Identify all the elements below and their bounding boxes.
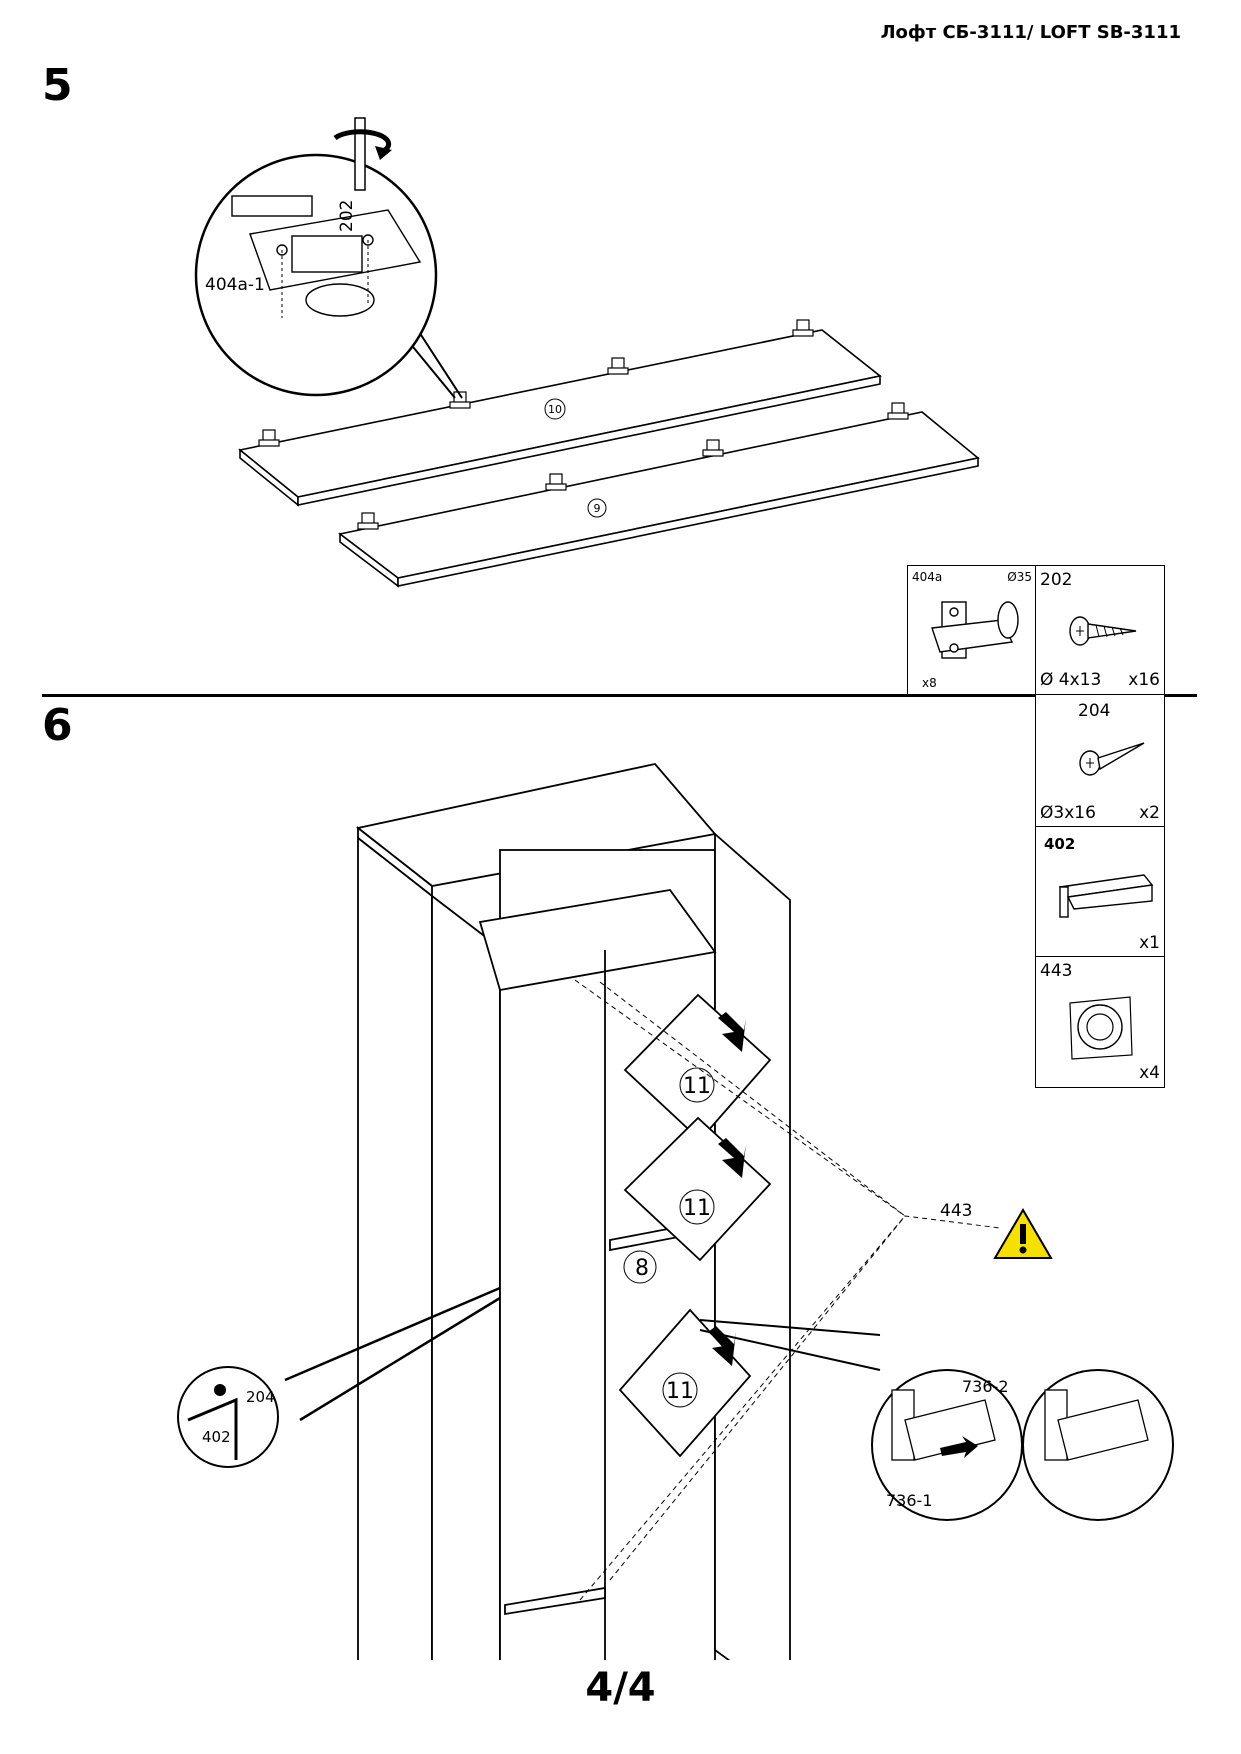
part-screw-202: 202 Ø 4x13 x16	[1035, 565, 1165, 695]
part-qty: x1	[1139, 933, 1160, 953]
part-hinge-404a: 404a Ø35 x8	[907, 565, 1037, 695]
hinge-callout-label: 404a-1	[205, 275, 265, 295]
knob-leader-label: 443	[940, 1201, 972, 1221]
cabinet-right-door	[714, 832, 791, 1660]
handle-callout-label: 402	[202, 1428, 231, 1446]
drawer-label-b: 11	[683, 1196, 711, 1221]
hinge-icon	[792, 319, 814, 337]
hinge-adjust-label-a: 736-2	[962, 1377, 1009, 1396]
step-number-6: 6	[42, 700, 73, 751]
hinge-adjust-label-b: 736-1	[886, 1491, 933, 1510]
document-title: Лофт СБ-3111/ LOFT SB-3111	[880, 22, 1181, 43]
drawer-label-c: 11	[666, 1379, 694, 1404]
part-screw-204: 204 Ø3x16 x2	[1035, 694, 1165, 828]
drawer-label-a: 11	[683, 1074, 711, 1099]
panel-10-label: 10	[548, 403, 562, 416]
hinge-icon	[449, 391, 471, 409]
part-diameter: Ø35	[1007, 570, 1032, 584]
hinge-icon	[545, 473, 567, 491]
part-size: Ø 4x13	[1040, 670, 1102, 690]
hinge-icon	[702, 439, 724, 457]
page-number: 4/4	[585, 1665, 656, 1711]
warning-triangle-icon	[993, 1208, 1053, 1259]
part-code: 402	[1044, 835, 1076, 853]
screw-detail-callout	[177, 1366, 279, 1468]
screw-callout-label: 204	[246, 1388, 275, 1406]
adjust-arrow-icon	[940, 1436, 978, 1458]
hinge-icon	[931, 601, 1019, 659]
hinge-icon	[258, 429, 280, 447]
part-qty: x4	[1139, 1063, 1160, 1083]
part-knob-443: 443 x4	[1035, 956, 1165, 1088]
part-qty: x2	[1139, 803, 1160, 823]
part-qty: x8	[922, 676, 937, 690]
screw-callout-label: 202	[337, 200, 357, 232]
part-qty: x16	[1128, 670, 1160, 690]
part-size: Ø3x16	[1040, 803, 1096, 823]
panel-9-label: 9	[594, 502, 601, 515]
knob-icon	[1069, 996, 1133, 1060]
direction-arrows	[708, 1012, 746, 1366]
part-handle-402: 402 x1	[1035, 826, 1165, 958]
handle-icon	[1058, 874, 1154, 918]
step6-illustration: 11 11 11 8 443 204 402 736-2 736-1	[177, 763, 1174, 1660]
part-code: 443	[1040, 961, 1073, 981]
top-shelf	[478, 889, 717, 992]
screwdriver-icon	[354, 117, 366, 191]
shelf-label: 8	[635, 1256, 649, 1281]
cabinet-left-side	[357, 836, 433, 1660]
rotate-arrow-icon	[333, 129, 392, 152]
cabinet-left-door	[431, 894, 501, 1660]
hinge-icon	[357, 512, 379, 530]
screw-icon	[1079, 742, 1145, 776]
part-code: 202	[1040, 570, 1073, 590]
hinge-icon	[607, 357, 629, 375]
hinge-icon	[887, 402, 909, 420]
step-divider	[42, 694, 1197, 697]
step-number-5: 5	[42, 60, 73, 111]
screw-icon	[1069, 616, 1137, 646]
part-code: 404a	[912, 570, 943, 584]
step5-illustration: 10 9 404a-1 202	[194, 117, 980, 588]
part-code: 204	[1078, 701, 1111, 721]
panel-hinges	[258, 319, 909, 530]
